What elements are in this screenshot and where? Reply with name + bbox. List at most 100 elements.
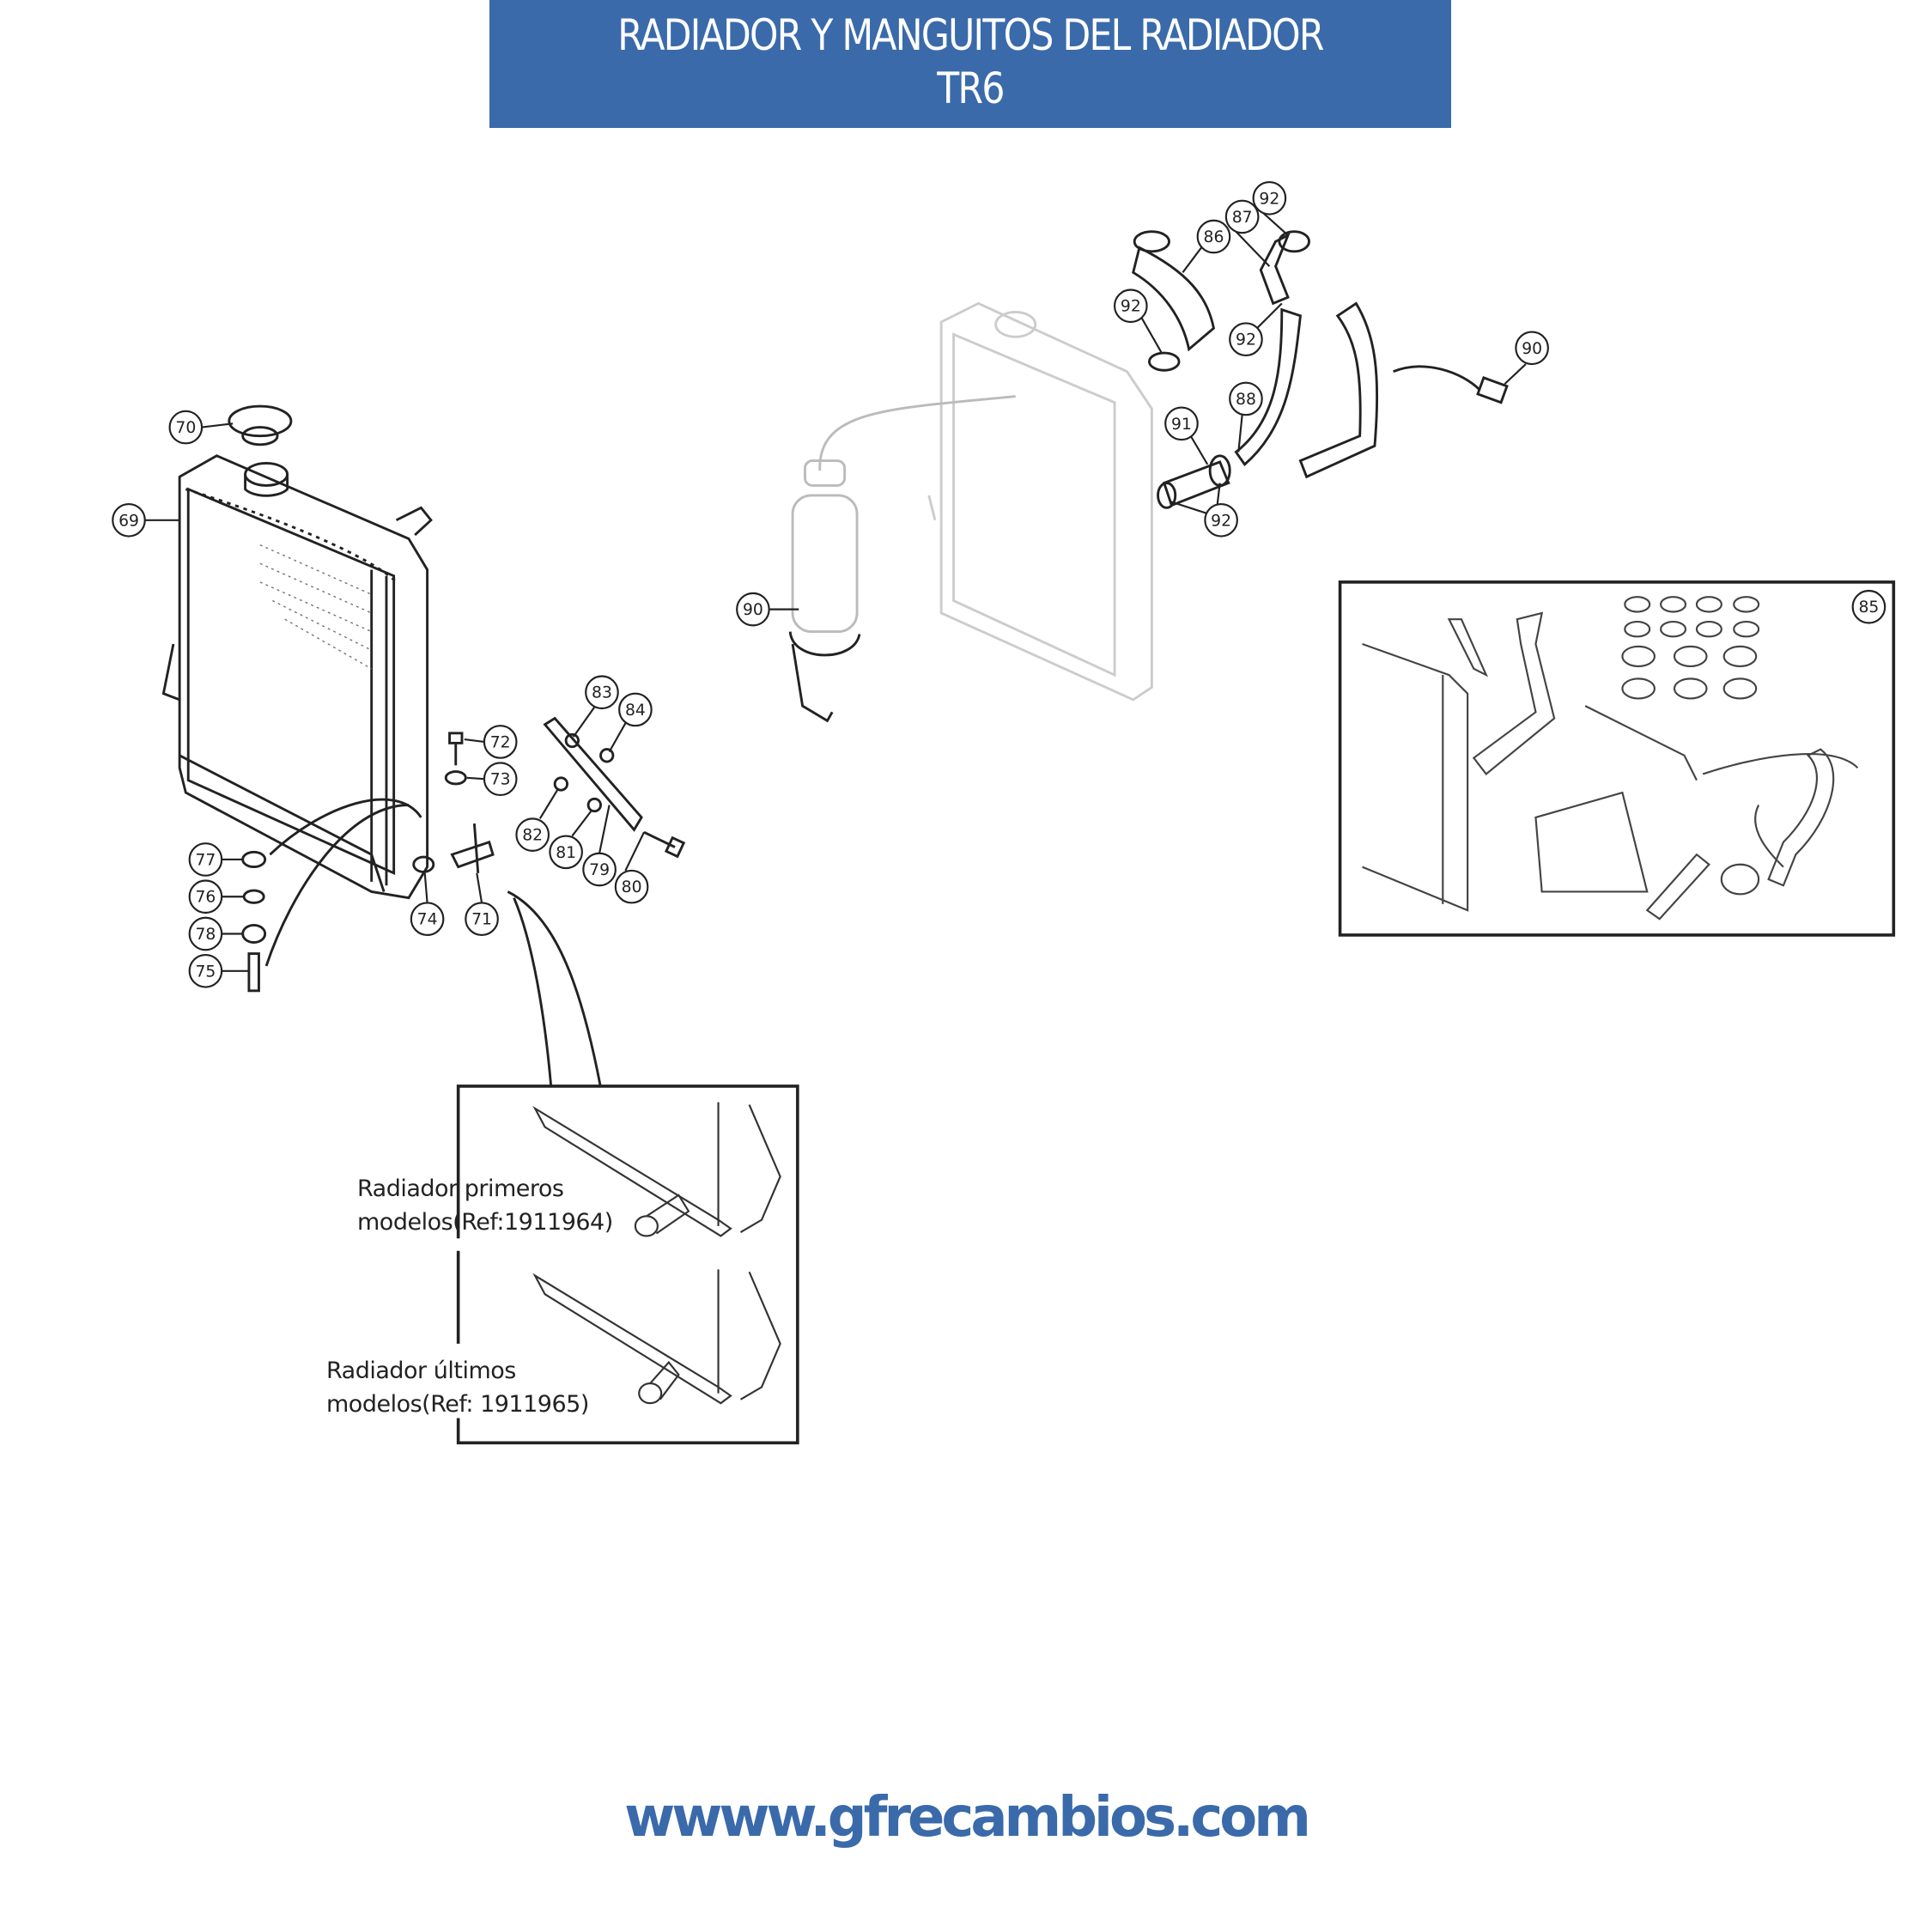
callout-number: 71: [471, 911, 492, 929]
callout-number: 82: [522, 827, 543, 845]
callout-circle: [465, 902, 499, 937]
callout-circle: [1229, 322, 1263, 357]
callout-circle: [549, 835, 583, 870]
callout-88: 88: [1229, 381, 1263, 416]
callout-circle: [1224, 199, 1260, 234]
callout-number: 85: [1859, 598, 1880, 617]
callout-number: 72: [490, 733, 511, 751]
callout-number: 91: [1171, 416, 1192, 434]
callout-84: 84: [618, 692, 653, 727]
drain-tap-71: [450, 823, 495, 873]
callout-circle: [188, 916, 223, 951]
callout-circle: [168, 410, 204, 445]
callout-81: 81: [549, 835, 583, 870]
callout-72: 72: [483, 725, 518, 759]
callout-79: 79: [582, 852, 617, 887]
callout-71: 71: [465, 902, 499, 937]
callout-circle: [582, 852, 617, 887]
part-75: [247, 952, 260, 993]
part-77: [241, 850, 267, 869]
callout-91: 91: [1164, 406, 1199, 441]
callout-number: 77: [195, 851, 216, 869]
website-footer[interactable]: wwww.gfrecambios.com: [624, 1786, 1311, 1850]
callout-circle: [585, 675, 619, 710]
callout-circle: [1851, 589, 1886, 624]
callout-number: 92: [1259, 190, 1279, 208]
callout-76: 76: [188, 879, 223, 914]
washer-73: [444, 770, 467, 786]
inset-hose-kit: [1338, 580, 1896, 937]
callout-number: 69: [118, 512, 139, 530]
callout-circle: [618, 692, 653, 727]
title-banner: RADIADOR Y MANGUITOS DEL RADIADOR TR6: [489, 0, 1451, 128]
callout-circle: [483, 762, 518, 797]
title-line-2: TR6: [937, 64, 1005, 113]
callout-circle: [1229, 381, 1263, 416]
callout-circle: [410, 902, 445, 937]
callout-77: 77: [188, 842, 223, 877]
label-late-radiator-line1: Radiador últimos: [326, 1358, 516, 1384]
sensor-90: [1393, 365, 1509, 404]
callout-circle: [614, 869, 649, 904]
callout-90: 90: [1515, 331, 1549, 366]
callout-number: 70: [175, 419, 196, 437]
callout-number: 90: [1522, 340, 1542, 358]
callout-circle: [188, 879, 223, 914]
radiator-faded: [927, 301, 1153, 702]
callout-circle: [188, 842, 223, 877]
part-74: [412, 855, 435, 873]
callout-number: 81: [556, 844, 576, 862]
radiator-cap: [228, 404, 293, 497]
bracket-79: [543, 716, 643, 832]
radiator-variant-early: [532, 1102, 781, 1237]
callout-number: 75: [195, 963, 216, 981]
callout-85: 85: [1851, 589, 1886, 624]
callout-69: 69: [112, 502, 146, 538]
callout-number: 87: [1232, 209, 1253, 227]
callout-number: 78: [195, 926, 216, 944]
callout-circle: [736, 592, 770, 627]
callout-92: 92: [1113, 289, 1148, 324]
callout-number: 84: [625, 702, 646, 720]
callout-circle: [515, 817, 550, 852]
callout-number: 73: [490, 771, 511, 789]
hose-86: [1132, 230, 1216, 352]
callout-82: 82: [515, 817, 550, 852]
inset-radiator-variants: [456, 1084, 799, 1445]
label-early-radiator-line1: Radiador primeros: [357, 1176, 564, 1202]
callout-number: 76: [195, 889, 216, 907]
callout-number: 86: [1204, 228, 1224, 246]
radiator-variant-late: [532, 1269, 781, 1405]
callout-75: 75: [188, 953, 223, 988]
callout-74: 74: [410, 902, 445, 937]
callout-87: 87: [1224, 199, 1260, 234]
title-line-1: RADIADOR Y MANGUITOS DEL RADIADOR: [617, 10, 1324, 60]
callout-number: 79: [589, 861, 610, 879]
callout-number: 74: [417, 911, 438, 929]
hose-87: [1259, 230, 1310, 306]
bolt-80: [643, 830, 686, 859]
callout-circle: [1196, 219, 1231, 254]
callout-circle: [1515, 331, 1549, 366]
hose-88: [1234, 307, 1302, 466]
inset-hose-kit-drawing: [1362, 596, 1859, 920]
hose-91: [1157, 454, 1231, 509]
callout-circle: [112, 502, 146, 538]
callout-92: 92: [1204, 502, 1238, 538]
callout-83: 83: [585, 675, 619, 710]
callout-circle: [1113, 289, 1148, 324]
hose-89: [1298, 301, 1379, 479]
callout-number: 92: [1121, 298, 1141, 316]
radiator-main: [161, 454, 433, 900]
callout-circle: [483, 725, 518, 759]
expansion-tank: [788, 395, 1016, 723]
label-late-radiator-line2: modelos(Ref: 1911965): [326, 1391, 589, 1418]
bolt-72: [448, 732, 464, 766]
callout-90: 90: [736, 592, 770, 627]
callout-number: 88: [1236, 391, 1256, 409]
callout-number: 90: [743, 601, 763, 619]
part-76: [242, 889, 265, 904]
callout-73: 73: [483, 762, 518, 797]
callout-number: 92: [1211, 512, 1231, 530]
